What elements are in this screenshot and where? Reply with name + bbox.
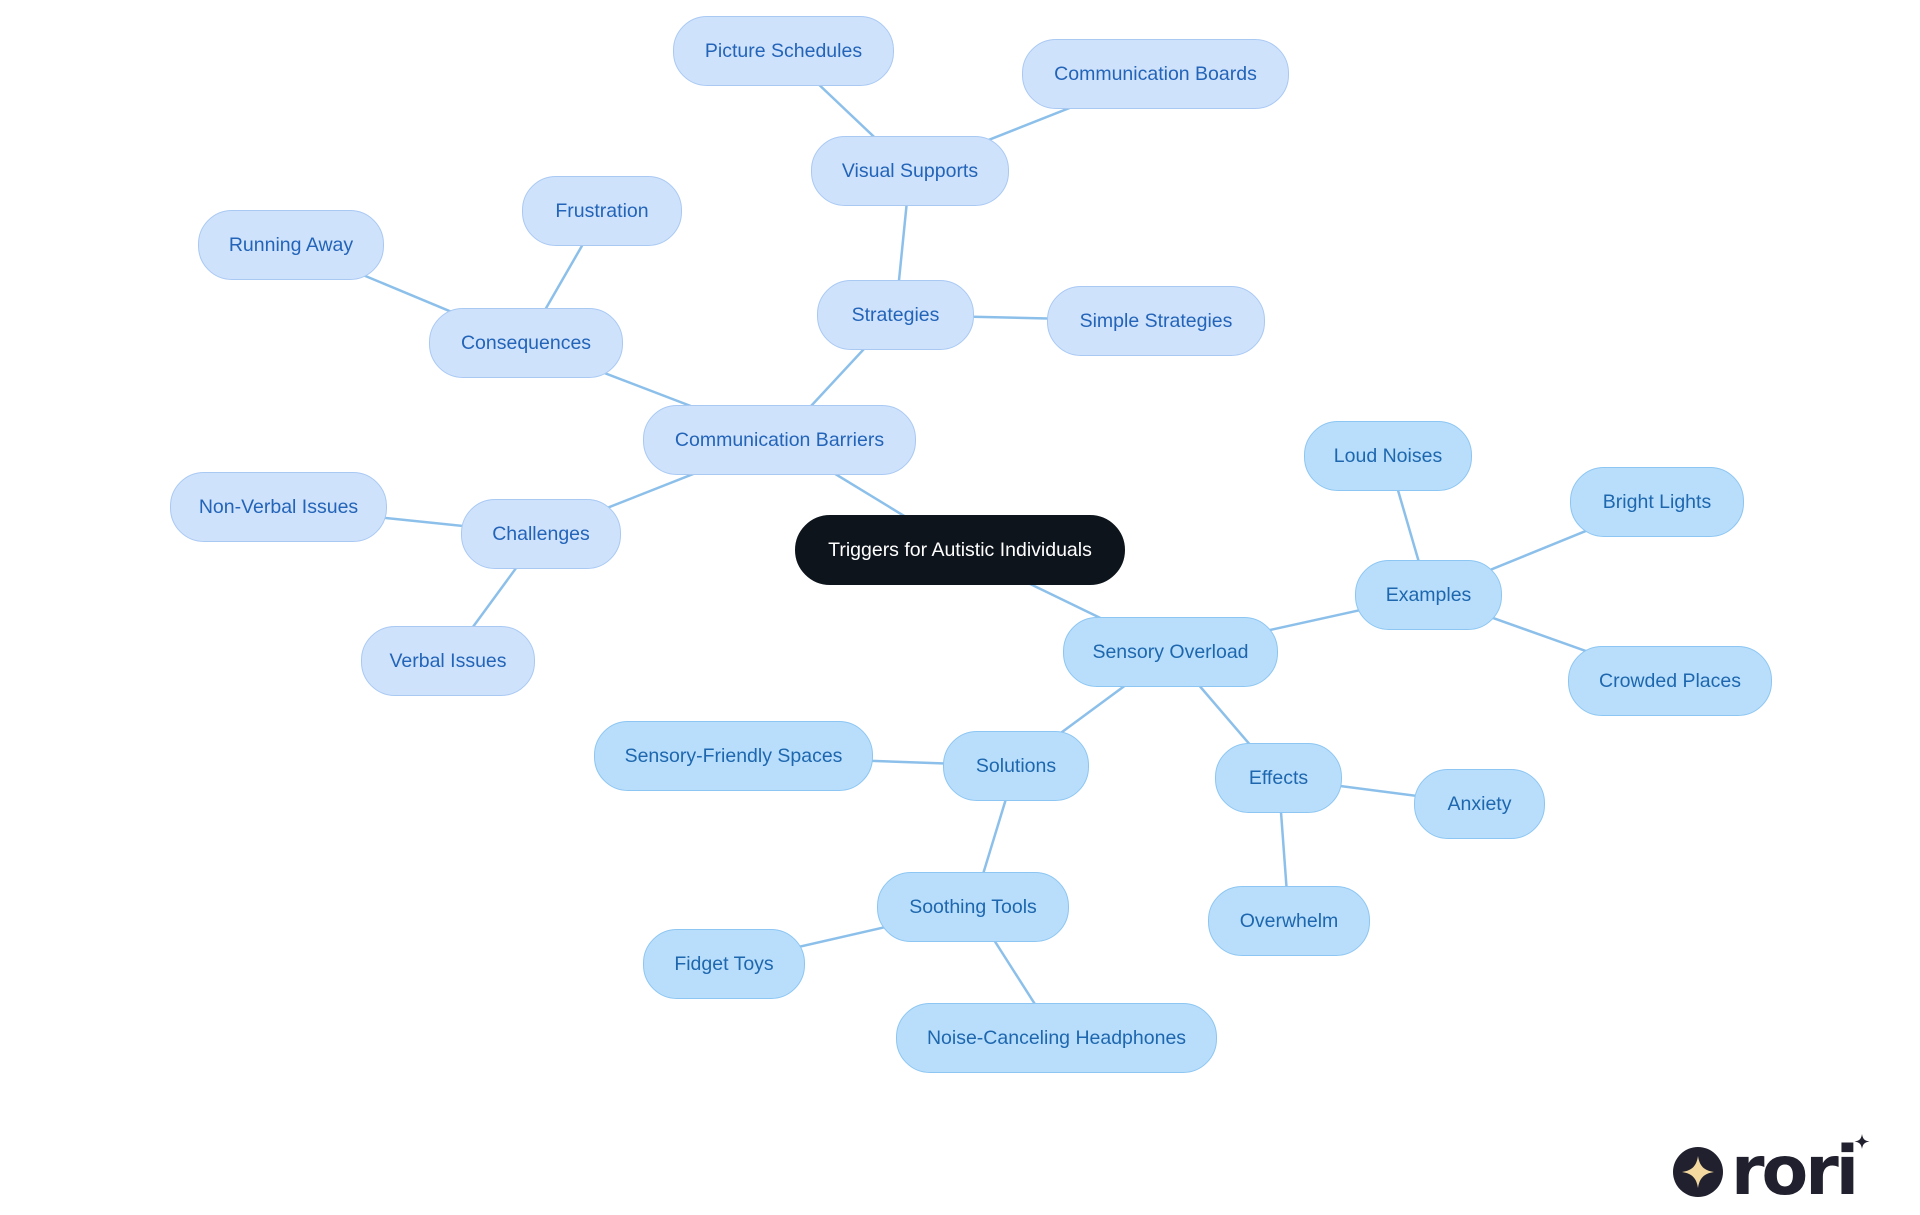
- node-simple-strategies[interactable]: Simple Strategies: [1047, 286, 1265, 356]
- node-sensory-overload[interactable]: Sensory Overload: [1063, 617, 1278, 687]
- node-communication-boards[interactable]: Communication Boards: [1022, 39, 1289, 109]
- node-noise-canceling-headphones[interactable]: Noise-Canceling Headphones: [896, 1003, 1217, 1073]
- node-consequences[interactable]: Consequences: [429, 308, 623, 378]
- rori-logo: rori: [1673, 1132, 1870, 1200]
- logo-wordmark: rori: [1731, 1132, 1856, 1200]
- node-loud-noises[interactable]: Loud Noises: [1304, 421, 1472, 491]
- root-node[interactable]: Triggers for Autistic Individuals: [795, 515, 1125, 585]
- node-soothing-tools[interactable]: Soothing Tools: [877, 872, 1069, 942]
- logo-badge: [1673, 1147, 1723, 1197]
- node-strategies[interactable]: Strategies: [817, 280, 974, 350]
- node-effects[interactable]: Effects: [1215, 743, 1342, 813]
- node-challenges[interactable]: Challenges: [461, 499, 621, 569]
- node-running-away[interactable]: Running Away: [198, 210, 384, 280]
- node-fidget-toys[interactable]: Fidget Toys: [643, 929, 805, 999]
- node-solutions[interactable]: Solutions: [943, 731, 1089, 801]
- node-verbal-issues[interactable]: Verbal Issues: [361, 626, 535, 696]
- node-communication-barriers[interactable]: Communication Barriers: [643, 405, 916, 475]
- node-overwhelm[interactable]: Overwhelm: [1208, 886, 1370, 956]
- node-anxiety[interactable]: Anxiety: [1414, 769, 1545, 839]
- node-non-verbal-issues[interactable]: Non-Verbal Issues: [170, 472, 387, 542]
- node-visual-supports[interactable]: Visual Supports: [811, 136, 1009, 206]
- logo-star-icon: [1854, 1134, 1870, 1149]
- node-picture-schedules[interactable]: Picture Schedules: [673, 16, 894, 86]
- node-examples[interactable]: Examples: [1355, 560, 1502, 630]
- sparkle-icon: [1682, 1156, 1714, 1188]
- node-frustration[interactable]: Frustration: [522, 176, 682, 246]
- node-bright-lights[interactable]: Bright Lights: [1570, 467, 1744, 537]
- node-crowded-places[interactable]: Crowded Places: [1568, 646, 1772, 716]
- node-sensory-friendly-spaces[interactable]: Sensory-Friendly Spaces: [594, 721, 873, 791]
